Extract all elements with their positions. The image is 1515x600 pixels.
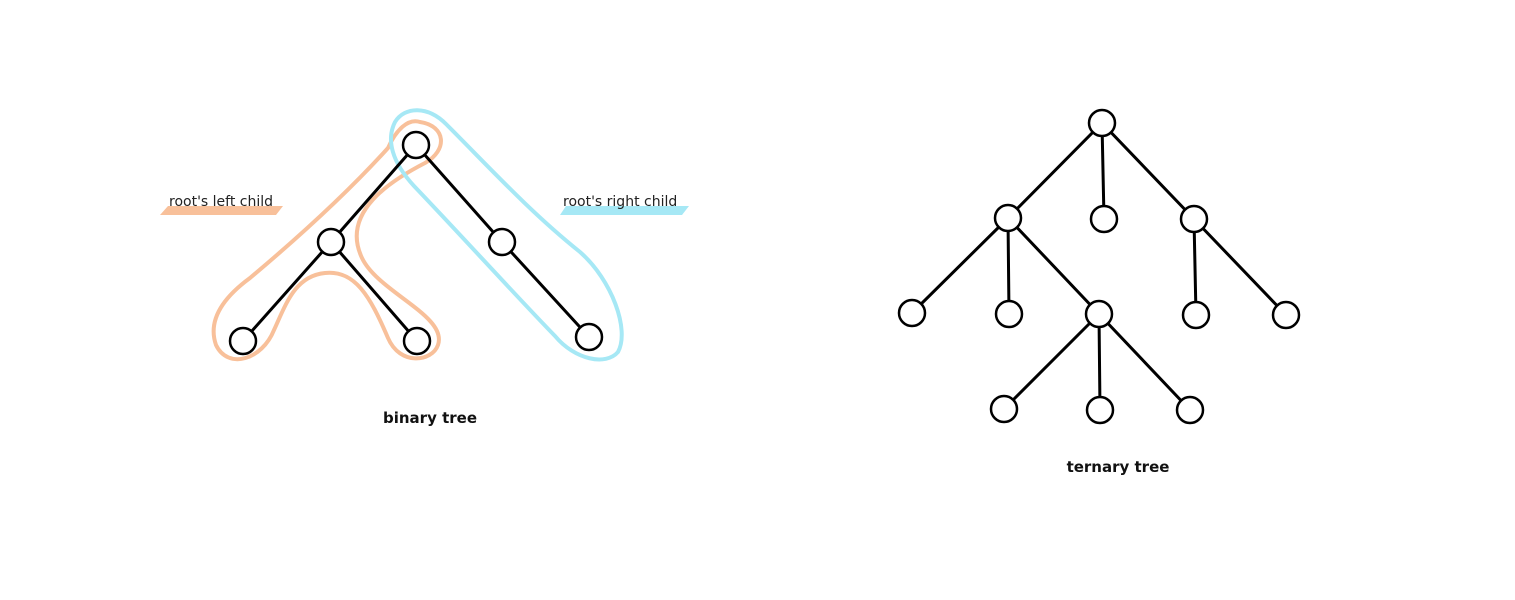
ternary-leaf-node bbox=[989, 394, 1019, 424]
ternary-edge bbox=[1002, 312, 1101, 411]
ternary-tree-nodes bbox=[897, 108, 1301, 425]
left-subtree-outline bbox=[211, 119, 443, 362]
binary-edge bbox=[414, 143, 504, 244]
ternary-edge bbox=[910, 216, 1010, 315]
ternary-edge bbox=[1100, 121, 1196, 221]
binary-edge bbox=[329, 240, 419, 343]
binary-edge bbox=[241, 240, 333, 343]
binary-leaf-node bbox=[402, 326, 432, 356]
left-child-label-highlight bbox=[160, 206, 283, 215]
ternary-edge bbox=[1192, 217, 1288, 317]
binary-right-child-node bbox=[487, 227, 517, 257]
binary-root-node bbox=[401, 130, 431, 160]
binary-edge bbox=[500, 240, 591, 339]
binary-tree-edges bbox=[241, 143, 591, 343]
ternary-leaf-node bbox=[1271, 300, 1301, 330]
binary-tree-nodes bbox=[228, 130, 604, 356]
ternary-leaf-node bbox=[994, 299, 1024, 329]
ternary-edge bbox=[1006, 121, 1104, 220]
binary-left-child-node bbox=[316, 227, 346, 257]
ternary-node bbox=[1179, 204, 1209, 234]
ternary-tree-caption: ternary tree bbox=[1067, 458, 1170, 476]
ternary-leaf-node bbox=[1181, 300, 1211, 330]
binary-leaf-node bbox=[228, 326, 258, 356]
ternary-root-node bbox=[1087, 108, 1117, 138]
ternary-leaf-node bbox=[1089, 204, 1119, 234]
ternary-node bbox=[993, 203, 1023, 233]
binary-edge bbox=[329, 143, 418, 244]
right-child-note: root's right child bbox=[563, 194, 677, 210]
ternary-edge bbox=[1006, 216, 1011, 316]
ternary-node bbox=[1084, 299, 1114, 329]
ternary-tree-edges bbox=[910, 121, 1288, 412]
ternary-edge bbox=[1100, 121, 1106, 221]
ternary-edge bbox=[1192, 217, 1198, 317]
right-child-label-highlight bbox=[560, 206, 689, 215]
ternary-leaf-node bbox=[897, 298, 927, 328]
ternary-leaf-node bbox=[1085, 395, 1115, 425]
left-child-note: root's left child bbox=[169, 194, 273, 210]
ternary-edge bbox=[1097, 312, 1192, 412]
ternary-leaf-node bbox=[1175, 395, 1205, 425]
ternary-edge bbox=[1006, 216, 1101, 316]
ternary-edge bbox=[1097, 312, 1102, 412]
binary-tree-caption: binary tree bbox=[383, 409, 477, 427]
right-subtree-outline bbox=[389, 108, 624, 362]
binary-leaf-node bbox=[574, 322, 604, 352]
